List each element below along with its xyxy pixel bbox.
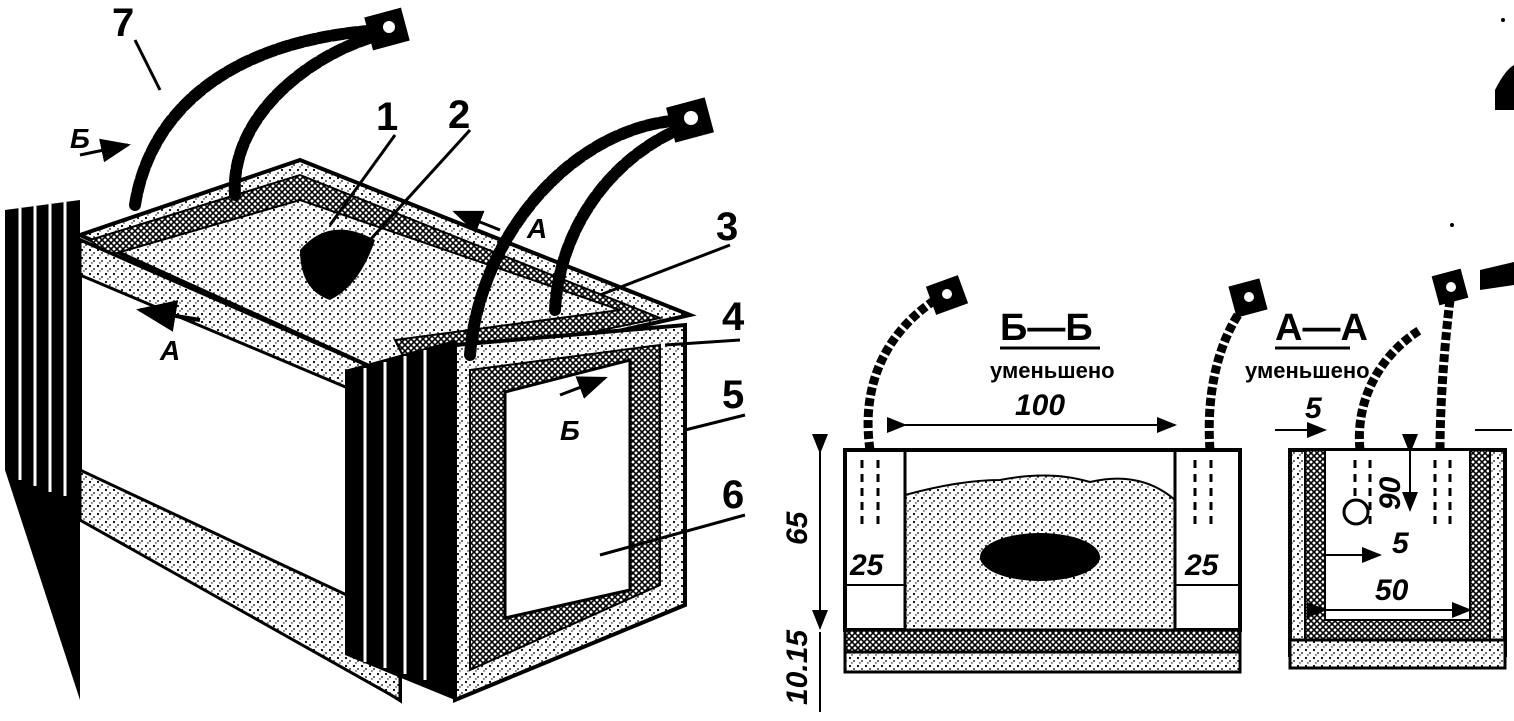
section-bb-subtitle: уменьшено — [990, 358, 1115, 383]
direction-arrows — [79, 138, 608, 399]
section-bb-wall-left: 25 — [849, 549, 885, 582]
section-aa-base — [1288, 638, 1507, 670]
section-bb-wall-right: 25 — [1184, 549, 1220, 582]
section-aa-handle-right — [1435, 299, 1455, 451]
section-aa-title: А—А — [1275, 307, 1368, 349]
section-bb-title: Б—Б — [1000, 307, 1093, 349]
section-bb-height-bottom: 10.15 — [781, 629, 814, 705]
section-aa-depth: 90 — [1374, 476, 1407, 510]
section-aa-handle-left — [1354, 326, 1423, 451]
terminal-lugs — [364, 7, 714, 143]
section-aa-inner — [1324, 449, 1471, 621]
section-aa-hole-size: 5 — [1392, 527, 1410, 560]
top-mesh-rim — [87, 173, 664, 372]
arrow-label-a-front: А — [159, 335, 180, 366]
callout-6: 6 — [722, 473, 744, 517]
section-bb-width: 100 — [1015, 389, 1065, 422]
arrow-label-b-top: Б — [70, 123, 90, 154]
callout-5: 5 — [722, 373, 744, 417]
callout-7: 7 — [112, 1, 134, 45]
section-aa-subtitle: уменьшено — [1245, 358, 1370, 383]
callout-3: 3 — [716, 205, 738, 249]
right-plate-stack — [345, 340, 455, 700]
left-plate-stack — [5, 200, 80, 700]
rope-handles — [129, 24, 696, 361]
isometric-view: Б А А Б 1 2 3 4 5 6 7 — [5, 1, 746, 704]
section-bb-mesh-layer — [843, 628, 1242, 654]
callout-4: 4 — [722, 295, 745, 339]
arrow-label-a-top: А — [526, 213, 547, 244]
section-aa-wall: 5 — [1305, 392, 1323, 425]
leader-lines — [133, 39, 746, 557]
section-bb-height-top: 65 — [781, 510, 814, 545]
section-bb-handle-right — [1204, 302, 1249, 451]
electrode — [300, 229, 375, 300]
partial-figure-edge — [1450, 18, 1514, 290]
section-aa-hole — [1342, 498, 1370, 526]
end-face-window — [503, 358, 632, 620]
front-bottom-strip — [78, 467, 402, 703]
section-bb-handle-left — [863, 296, 938, 451]
section-bb-electrode — [980, 533, 1100, 581]
section-bb: Б—Б уменьшено 100 65 10.15 25 25 — [781, 275, 1268, 712]
callout-1: 1 — [376, 95, 398, 139]
section-aa-inner-width: 50 — [1375, 574, 1409, 607]
arrow-label-b-end: Б — [560, 415, 580, 446]
callout-2: 2 — [448, 93, 470, 137]
section-aa: А—А уменьшено 5 90 5 50 — [1245, 268, 1512, 670]
section-bb-dots-layer — [843, 650, 1242, 674]
